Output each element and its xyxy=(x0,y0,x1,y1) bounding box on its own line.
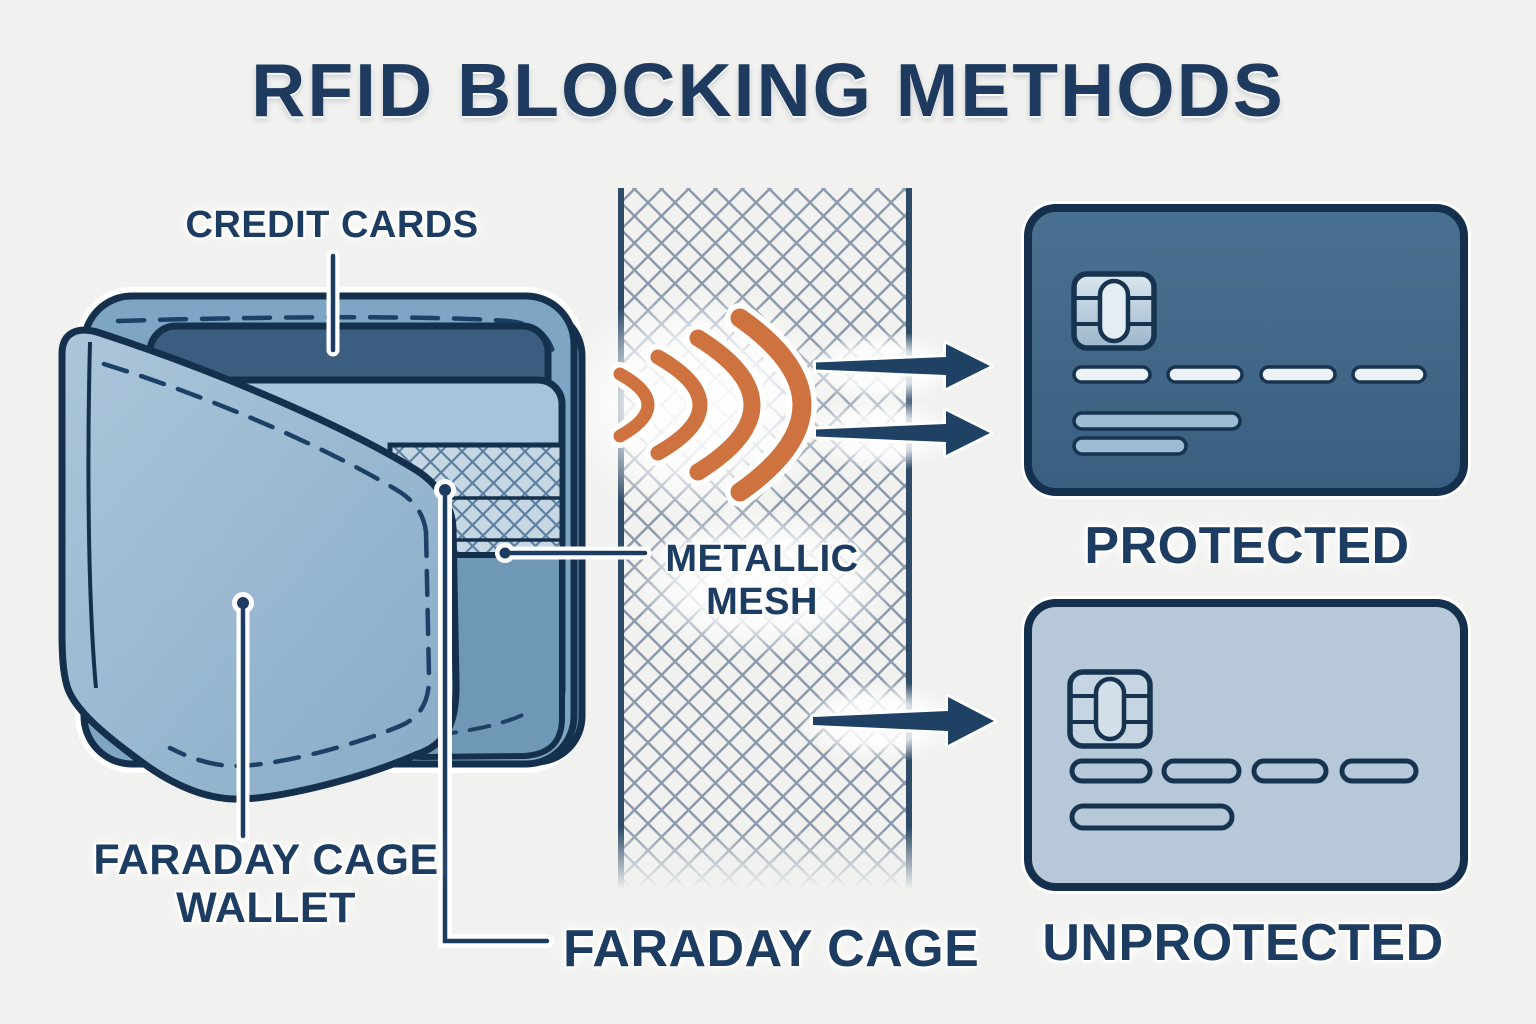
arrow-to-protected-1-icon xyxy=(813,341,993,391)
wallet-spine-line xyxy=(86,341,98,689)
callout-faraday-cage-line xyxy=(442,494,550,944)
mesh-bottom-fade xyxy=(610,828,916,900)
callouts xyxy=(232,249,652,948)
wave-arc-1 xyxy=(613,367,655,443)
card-chip-icon xyxy=(1067,669,1153,749)
arrow-to-unprotected-icon xyxy=(810,694,997,748)
card-number-dash xyxy=(1351,365,1427,384)
rfid-wave-icon xyxy=(608,303,817,507)
metallic-mesh-label-line2: MESH xyxy=(706,580,818,623)
faraday-cage-wallet-label-line1: FARADAY CAGE xyxy=(93,836,439,884)
wallet-front-flap xyxy=(58,326,460,803)
card-text-bar xyxy=(1072,436,1188,456)
card-number-dashes xyxy=(1069,758,1419,784)
card-number-dash xyxy=(1259,365,1337,384)
faraday-cage-label: FARADAY CAGE xyxy=(563,920,980,978)
faraday-cage-wallet-label-line2: WALLET xyxy=(176,884,356,933)
wallet-flap-stitching xyxy=(101,361,432,769)
credit-cards-label: CREDIT CARDS xyxy=(185,204,479,246)
card-text-bars xyxy=(1072,411,1242,456)
card-number-dash xyxy=(1166,365,1244,384)
card-text-bar xyxy=(1069,803,1235,831)
faraday-cage-wallet-label: FARADAY CAGE WALLET xyxy=(93,836,438,932)
protected-label: PROTECTED xyxy=(1084,517,1410,575)
callout-faraday-dot xyxy=(439,484,451,496)
page-title: RFID BLOCKING METHODS xyxy=(251,48,1285,132)
wave-arc-3 xyxy=(689,329,761,481)
mesh-left-edge xyxy=(618,188,624,888)
card-number-dash xyxy=(1161,758,1242,784)
card-number-dash xyxy=(1251,758,1329,784)
arrow-to-protected-2-icon xyxy=(813,408,993,458)
signal-arrows xyxy=(810,341,997,748)
metallic-mesh-label: METALLIC MESH xyxy=(665,538,858,623)
protected-card-illustration xyxy=(1021,201,1471,499)
card-number-dash xyxy=(1339,758,1419,784)
metallic-mesh-label-halo xyxy=(624,506,900,658)
card-chip-icon xyxy=(1071,271,1157,351)
unprotected-card-illustration xyxy=(1021,596,1471,894)
wave-arc-4 xyxy=(730,308,812,502)
unprotected-label: UNPROTECTED xyxy=(1042,914,1444,972)
card-text-bar xyxy=(1072,411,1242,431)
callout-wallet-dot xyxy=(237,597,249,609)
metallic-mesh-label-line1: METALLIC xyxy=(665,538,859,580)
mesh-right-edge xyxy=(906,188,912,888)
card-number-dash xyxy=(1069,758,1153,784)
card-number-dashes xyxy=(1072,365,1427,384)
card-number-dash xyxy=(1072,365,1152,384)
wave-arc-2 xyxy=(650,349,708,461)
